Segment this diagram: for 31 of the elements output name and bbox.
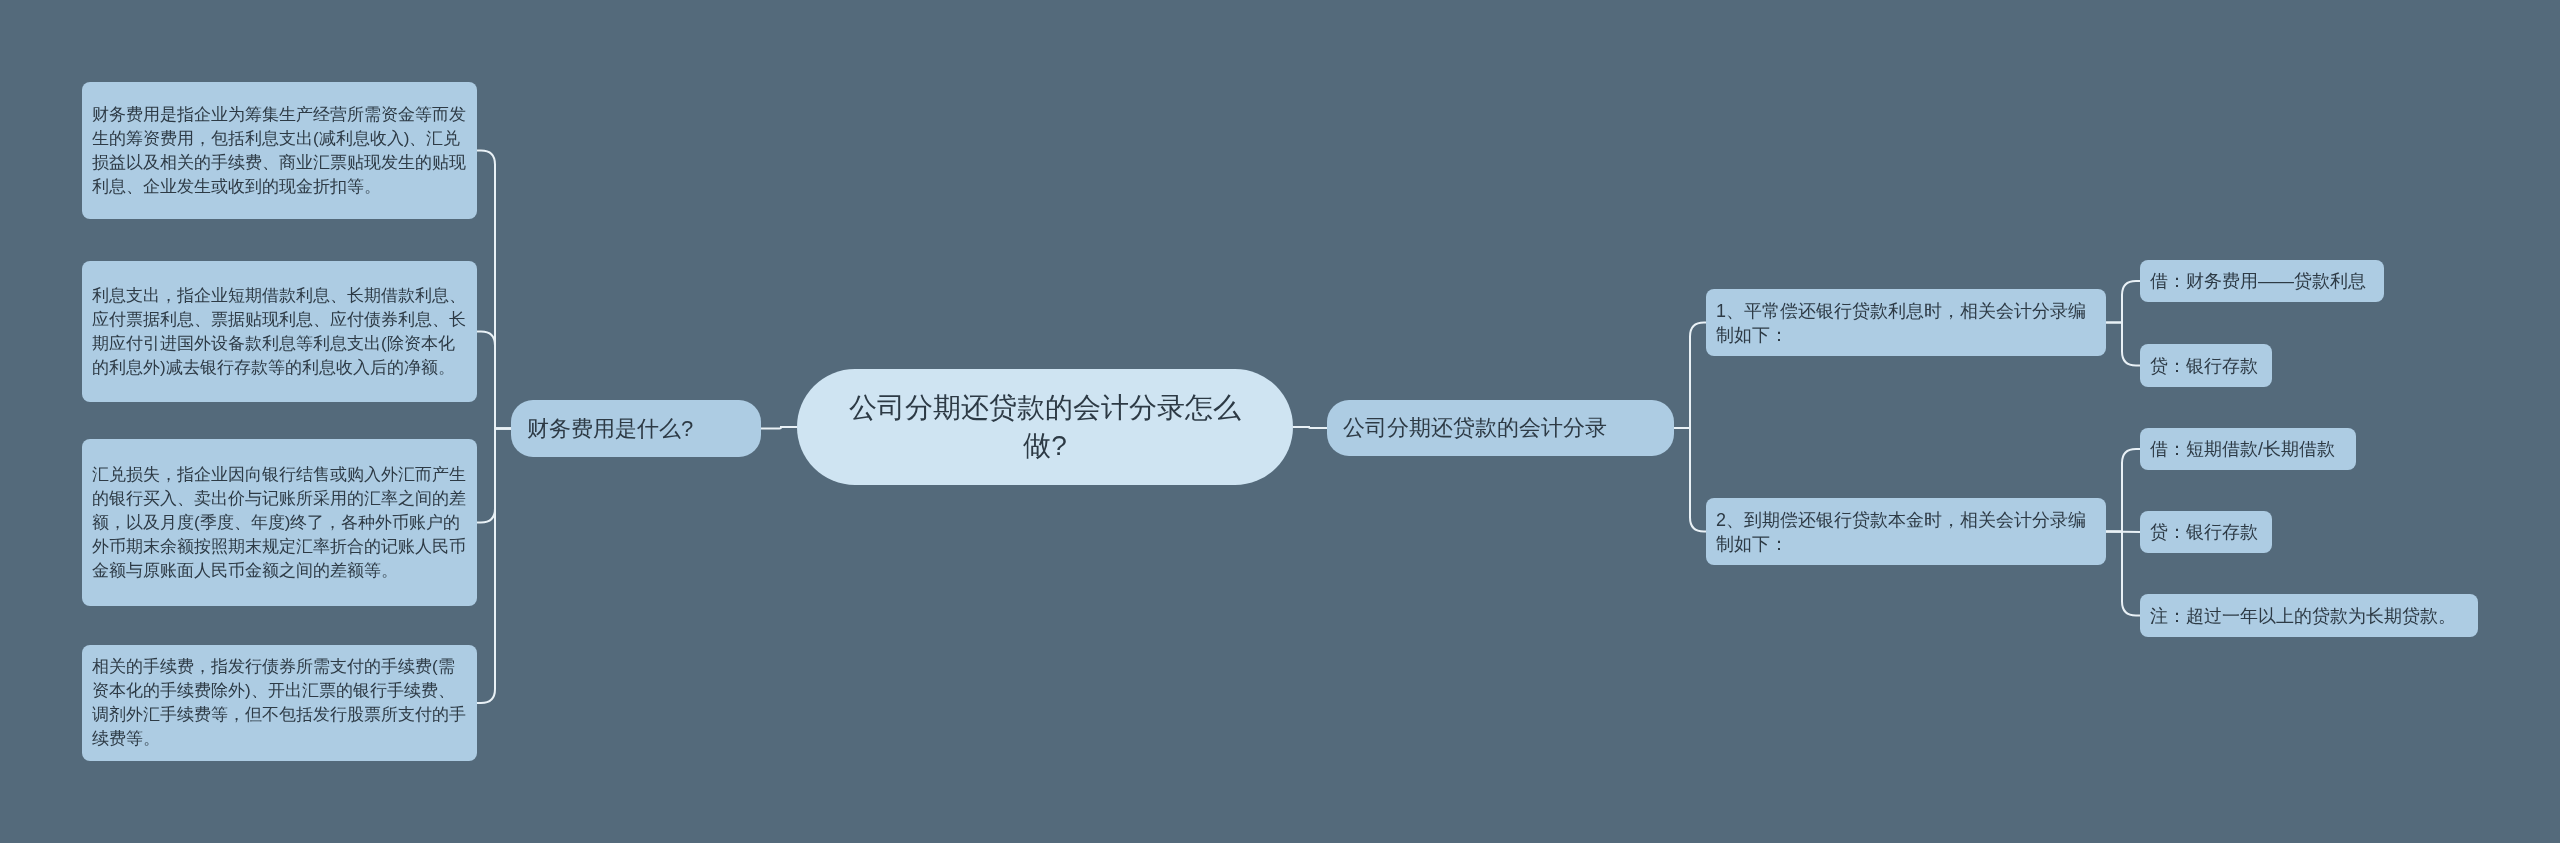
topic-text: 公司分期还贷款的会计分录 bbox=[1343, 414, 1608, 442]
topic-text: 借：短期借款/长期借款 bbox=[2150, 438, 2336, 461]
topic-box bbox=[2140, 511, 2272, 553]
topic-box bbox=[82, 645, 477, 761]
connector-line bbox=[1292, 426, 1328, 429]
topic-text: 汇兑损失，指企业因向银行结售或购入外汇而产生的银行买入、卖出价与记账所采用的汇率之间的差额，以及月度(季度、年度)终了，各种外币账户的外币期末余额按照期末规定汇率折合的记账人民币金额与原账面人民币金额之间的差额等。 bbox=[92, 463, 467, 582]
topic-box bbox=[511, 400, 761, 457]
topic-text: 利息支出，指企业短期借款利息、长期借款利息、应付票据利息、票据贴现利息、应付债券利息、长期应付引进国外设备款利息等利息支出(除资本化的利息外)减去银行存款等的利息收入后的净额。 bbox=[92, 284, 467, 379]
topic-box bbox=[1706, 289, 2106, 356]
topic-box bbox=[82, 439, 477, 606]
topic-text: 贷：银行存款 bbox=[2150, 354, 2259, 378]
topic-text: 贷：银行存款 bbox=[2150, 521, 2259, 544]
topic-text: 注：超过一年以上的贷款为长期贷款。 bbox=[2150, 604, 2457, 628]
connector-line bbox=[1673, 427, 1707, 533]
topic-text: 财务费用是指企业为筹集生产经营所需资金等而发生的筹资费用，包括利息支出(减利息收入)、汇兑损益以及相关的手续费、商业汇票贴现发生的贴现利息、企业发生或收到的现金折扣等。 bbox=[92, 103, 467, 198]
topic-box bbox=[2140, 260, 2384, 302]
topic-box bbox=[82, 261, 477, 402]
topic-text: 1、平常偿还银行贷款利息时，相关会计分录编制如下： bbox=[1716, 299, 2087, 347]
topic-text: 财务费用是什么? bbox=[527, 414, 695, 443]
topic-box bbox=[1327, 400, 1674, 456]
connector-line bbox=[2105, 321, 2141, 367]
connector-line bbox=[760, 426, 798, 430]
topic-text: 借：财务费用——贷款利息 bbox=[2150, 270, 2367, 293]
topic-box bbox=[2140, 428, 2356, 470]
topic-text: 相关的手续费，指发行债券所需支付的手续费(需资本化的手续费除外)、开出汇票的银行手续费、调剂外汇手续费等，但不包括发行股票所支付的手续费等。 bbox=[92, 656, 467, 750]
topic-box bbox=[1706, 498, 2106, 565]
topic-box bbox=[82, 82, 477, 219]
topic-text: 2、到期偿还银行贷款本金时，相关会计分录编制如下： bbox=[1716, 508, 2087, 556]
topic-box bbox=[2140, 594, 2478, 637]
topic-text: 公司分期还贷款的会计分录怎么做? bbox=[848, 391, 1242, 463]
topic-box bbox=[2140, 344, 2272, 387]
